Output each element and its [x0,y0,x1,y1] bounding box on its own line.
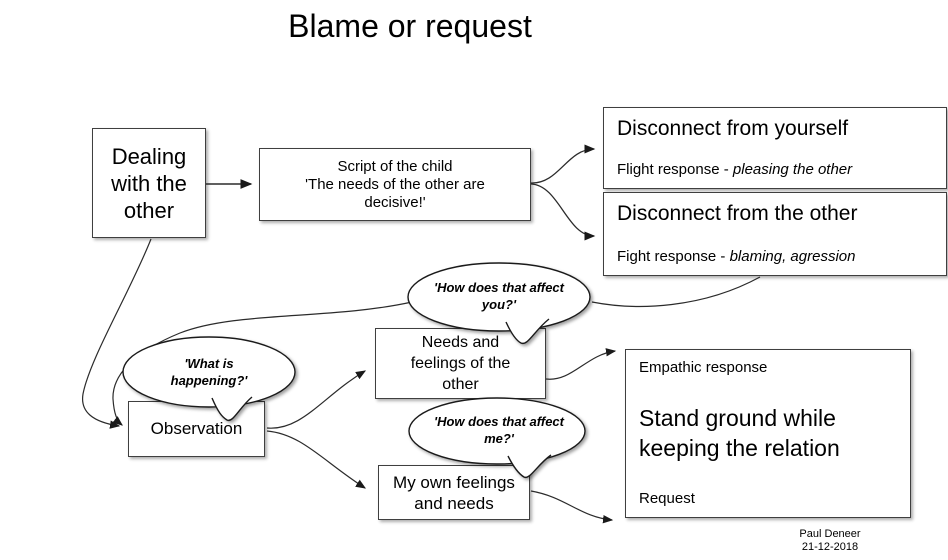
empathic-response-label: Empathic response [639,359,768,376]
node-disconnect-yourself-title: Disconnect from yourself [617,117,849,140]
node-needs-label: Needs and feelings of the other [410,334,511,393]
author-name: Paul Deneer [799,528,861,540]
diagram-title: Blame or request [288,8,532,44]
request-label: Request [639,490,695,507]
node-empathic-response: Empathic response Stand ground while kee… [625,349,911,518]
bubble-affect-me-text: 'How does that affect me?' [434,414,564,446]
node-disconnect-other-title: Disconnect from the other [617,202,858,225]
bubble-affect-you-text: 'How does that affect you?' [434,280,564,312]
fight-response-prefix: Fight response - [617,248,730,265]
bubble-what-happening-text: 'What is happening?' [170,356,248,388]
node-myown-label: My own feelings and needs [393,472,515,513]
flight-response-italic: pleasing the other [732,161,853,178]
node-dealing-with-the-other: Dealing with the other [92,128,206,238]
node-my-own-feelings-and-needs: My own feelings and needs [378,465,530,520]
node-disconnect-from-the-other: Disconnect from the other Fight response… [603,192,947,276]
fight-response-italic: blaming, agression [729,248,856,265]
node-script-label: Script of the child 'The needs of the ot… [279,158,511,212]
node-disconnect-yourself-subtitle: Flight response - pleasing the other [617,161,933,178]
node-script-of-the-child: Script of the child 'The needs of the ot… [259,148,531,221]
node-disconnect-other-subtitle: Fight response - blaming, agression [617,248,933,265]
author-date: 21-12-2018 [801,541,859,553]
author-credit: Paul Deneer 21-12-2018 [770,528,890,554]
stand-ground-label: Stand ground while keeping the relation [639,405,840,461]
node-script-line1: Script of the child [337,157,453,175]
node-dealing-label: Dealing with the other [111,143,187,223]
node-script-line2: 'The needs of the other are decisive!' [305,175,485,211]
node-disconnect-from-yourself: Disconnect from yourself Flight response… [603,107,947,189]
flight-response-prefix: Flight response - [617,161,733,178]
